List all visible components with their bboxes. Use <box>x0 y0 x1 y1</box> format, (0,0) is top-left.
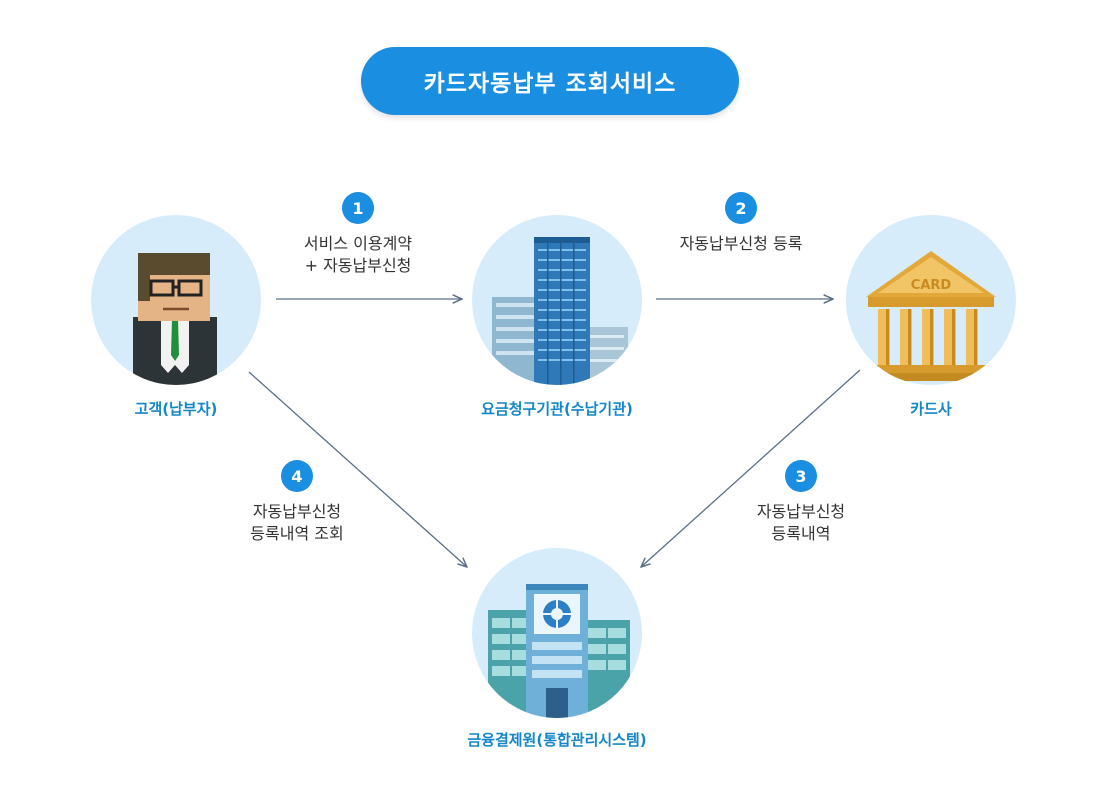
customer-node <box>91 215 261 385</box>
step-3-line-1: 자동납부신청 <box>756 502 846 521</box>
card-company-node: CARD <box>846 215 1016 385</box>
arrow-card-to-finance <box>641 369 861 567</box>
bank-building-icon: CARD <box>862 251 1000 381</box>
step-3-badge: 3 <box>785 460 817 492</box>
step-3-text: 자동납부신청 등록내역 <box>721 501 881 545</box>
financial-clearing-node <box>472 548 642 718</box>
office-tower-icon <box>492 237 628 385</box>
card-sign-text: CARD <box>911 278 952 293</box>
billing-agency-node <box>472 215 642 385</box>
card-company-label: 카드사 <box>910 400 952 418</box>
step-4-badge: 4 <box>281 460 313 492</box>
step-1-text: 서비스 이용계약 + 자동납부신청 <box>268 233 448 277</box>
step-4-line-2: 등록내역 조회 <box>250 524 344 543</box>
customer-icon <box>133 253 217 385</box>
billing-agency-label: 요금청구기관(수납기관) <box>481 400 633 418</box>
step-3-line-2: 등록내역 <box>771 524 831 543</box>
step-4-text: 자동납부신청 등록내역 조회 <box>217 501 377 545</box>
financial-clearing-label: 금융결제원(통합관리시스템) <box>467 731 647 749</box>
step-1-line-1: 서비스 이용계약 <box>303 234 413 253</box>
arrow-customer-to-finance <box>248 371 467 567</box>
diagram-title: 카드자동납부 조회서비스 <box>361 47 739 115</box>
step-2-text: 자동납부신청 등록 <box>646 233 836 255</box>
step-2-line-1: 자동납부신청 등록 <box>679 234 803 253</box>
step-1-line-2: + 자동납부신청 <box>304 256 412 275</box>
customer-label: 고객(납부자) <box>134 400 218 418</box>
clearing-building-icon <box>488 584 630 718</box>
step-2-badge: 2 <box>725 192 757 224</box>
step-1-badge: 1 <box>342 192 374 224</box>
step-4-line-1: 자동납부신청 <box>252 502 342 521</box>
